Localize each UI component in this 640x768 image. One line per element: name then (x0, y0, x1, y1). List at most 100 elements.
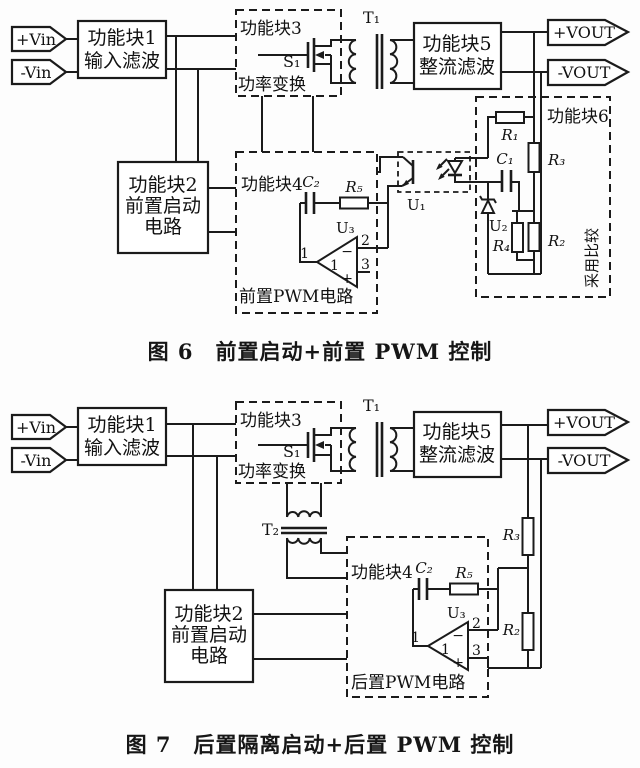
fig7-r5-label: R₅ (454, 564, 472, 582)
fig7-opamp-plus: + (452, 655, 464, 671)
fig7-block4-title: 功能块4 (351, 563, 413, 583)
fig6-transformer-t1: T₁ (347, 8, 399, 89)
fig7-block2-line1: 功能块2 (174, 603, 243, 625)
resistor-r2-icon (521, 612, 535, 651)
fig6-block5-rectifier-filter: 功能块5 整流滤波 (412, 21, 503, 91)
fig6-r4-label: R₄ (492, 237, 510, 255)
fig6-u3-label: U₃ (336, 219, 355, 237)
fig6-opamp-plus: + (341, 271, 353, 287)
fig6-vout-plus-label: +VOUT (553, 23, 615, 42)
opamp-u3-icon (315, 235, 358, 289)
fig7-divider: R₃ R₂ (502, 517, 535, 651)
fig7-t2-label: T₂ (262, 520, 279, 539)
fig7-transformer-t2: T₂ (262, 510, 327, 545)
fig7-r2-label: R₂ (502, 621, 520, 639)
fig6-vout-minus-flag: -VOUT (546, 58, 631, 87)
fig7-vout-minus-flag: -VOUT (546, 446, 631, 475)
fig6-vin-minus-label: -Vin (21, 63, 52, 82)
fig6-opamp-pin1: 1 (300, 246, 309, 262)
fig7-block5-line1: 功能块5 (422, 421, 491, 443)
fig7-transformer-t1: T₁ (347, 396, 399, 477)
fig6-block6-title: 功能块6 (547, 107, 609, 127)
fig6-opamp-pin2: 2 (361, 233, 370, 249)
mosfet-icon (306, 38, 324, 72)
fig6-block5-line1: 功能块5 (422, 33, 491, 55)
fig6-opamp-minus: − (341, 244, 353, 260)
fig7-opamp-gain: 1 (441, 642, 450, 658)
fig6-r2-label: R₂ (547, 232, 565, 250)
fig6-block4-pwm: 功能块4 前置PWM电路 C₂ R₅ U₃ 1 2 3 − + 1 (235, 151, 378, 314)
fig6-vin-plus-flag: +Vin (10, 25, 68, 53)
fig7-block3-title: 功能块3 (240, 411, 302, 431)
figure6-diagram: +Vin -Vin 功能块1 输入滤波 功能块2 前置启动 电路 功能块3 功率… (10, 8, 631, 314)
fig7-vout-plus-flag: +VOUT (546, 408, 631, 437)
fig7-block3-footer: 功率变换 (238, 462, 306, 482)
fig6-block1-input-filter: 功能块1 输入滤波 (76, 19, 168, 80)
resistor-r5-icon (449, 582, 479, 596)
fig6-block1-line2: 输入滤波 (84, 50, 160, 72)
fig6-c2-label: C₂ (302, 173, 320, 191)
fig7-r3-label: R₃ (502, 526, 520, 544)
fig6-vin-minus-flag: -Vin (10, 58, 68, 86)
figure6-caption: 图 6 前置启动+前置 PWM 控制 (147, 339, 493, 364)
fig7-opamp-pin1: 1 (411, 630, 420, 646)
fig7-vin-minus-label: -Vin (21, 451, 52, 470)
fig7-opamp-pin3: 3 (472, 643, 481, 659)
fig6-r5-label: R₅ (344, 178, 362, 196)
fig7-vin-minus-flag: -Vin (10, 446, 68, 474)
fig6-block3-title: 功能块3 (240, 19, 302, 39)
fig6-block3-power-conversion: 功能块3 功率变换 S₁ (235, 9, 342, 97)
fig7-vout-minus-label: -VOUT (558, 451, 611, 470)
resistor-r4-icon (511, 222, 524, 253)
fig6-block6-sampling-compare: 功能块6 采用比较 R₁ R₃ C₁ U₂ R₄ R₂ (475, 96, 611, 298)
fig6-t1-label: T₁ (363, 8, 380, 27)
fig6-opamp-pin3: 3 (361, 257, 370, 273)
fig7-block5-line2: 整流滤波 (419, 444, 495, 466)
capacitor-c1-icon (500, 170, 513, 192)
resistor-r3-icon (527, 142, 541, 173)
fig6-block3-footer: 功率变换 (238, 75, 306, 95)
fig7-vin-plus-flag: +Vin (10, 413, 68, 441)
fig6-block2-prestart: 功能块2 前置启动 电路 (116, 160, 210, 255)
opamp-u3-icon (426, 620, 469, 672)
fig7-opamp-minus: − (452, 628, 464, 644)
fig7-u3-label: U₃ (447, 604, 466, 622)
resistor-r3-icon (521, 517, 535, 556)
fig7-block3-power-conversion: 功能块3 功率变换 S₁ (235, 401, 342, 484)
opto-led-icon (436, 158, 464, 180)
fig6-optocoupler-u1: U₁ (397, 151, 471, 214)
fig6-block2-line3: 电路 (144, 216, 182, 238)
fig6-mosfet-s1-label: S₁ (283, 52, 300, 71)
fig7-opamp-pin2: 2 (472, 616, 481, 632)
fig7-vin-plus-label: +Vin (16, 418, 56, 437)
fig6-block2-line1: 功能块2 (128, 174, 197, 196)
fig7-block4-pwm: 功能块4 后置PWM电路 C₂ R₅ U₃ 1 2 3 − + 1 (346, 536, 489, 698)
fig6-u1-label: U₁ (407, 196, 426, 214)
figure7-diagram: +Vin -Vin 功能块1 输入滤波 功能块3 功率变换 S₁ T₁ 功能块5 (10, 396, 631, 698)
fig6-block1-line1: 功能块1 (87, 27, 156, 49)
transformer-icon (281, 510, 327, 545)
fig7-block5-rectifier-filter: 功能块5 整流滤波 (412, 410, 503, 479)
fig6-block4-title: 功能块4 (241, 175, 303, 195)
fig7-vout-plus-label: +VOUT (553, 413, 615, 432)
fig6-vout-plus-flag: +VOUT (546, 18, 631, 47)
fig6-block6-side-label: 采用比较 (583, 228, 601, 288)
fig7-block1-input-filter: 功能块1 输入滤波 (76, 406, 168, 467)
fig7-mosfet-s1-label: S₁ (283, 442, 300, 461)
fig6-c1-label: C₁ (496, 150, 514, 168)
resistor-r1-icon (495, 111, 525, 124)
zener-u2-icon (479, 195, 497, 214)
fig6-opamp-gain: 1 (330, 258, 339, 274)
transformer-icon (347, 422, 399, 477)
fig7-block1-line2: 输入滤波 (84, 437, 160, 459)
resistor-r5-icon (339, 196, 369, 210)
figure7-caption: 图 7 后置隔离启动+后置 PWM 控制 (125, 732, 515, 757)
fig7-block1-line1: 功能块1 (87, 414, 156, 436)
fig6-u2-label: U₂ (489, 217, 508, 235)
resistor-r2-icon (527, 222, 541, 252)
opto-transistor-icon (401, 156, 415, 187)
fig6-block2-line2: 前置启动 (125, 195, 201, 217)
fig7-block4-footer: 后置PWM电路 (351, 673, 465, 693)
fig6-block4-footer: 前置PWM电路 (239, 287, 353, 307)
fig6-vin-plus-label: +Vin (16, 30, 56, 49)
